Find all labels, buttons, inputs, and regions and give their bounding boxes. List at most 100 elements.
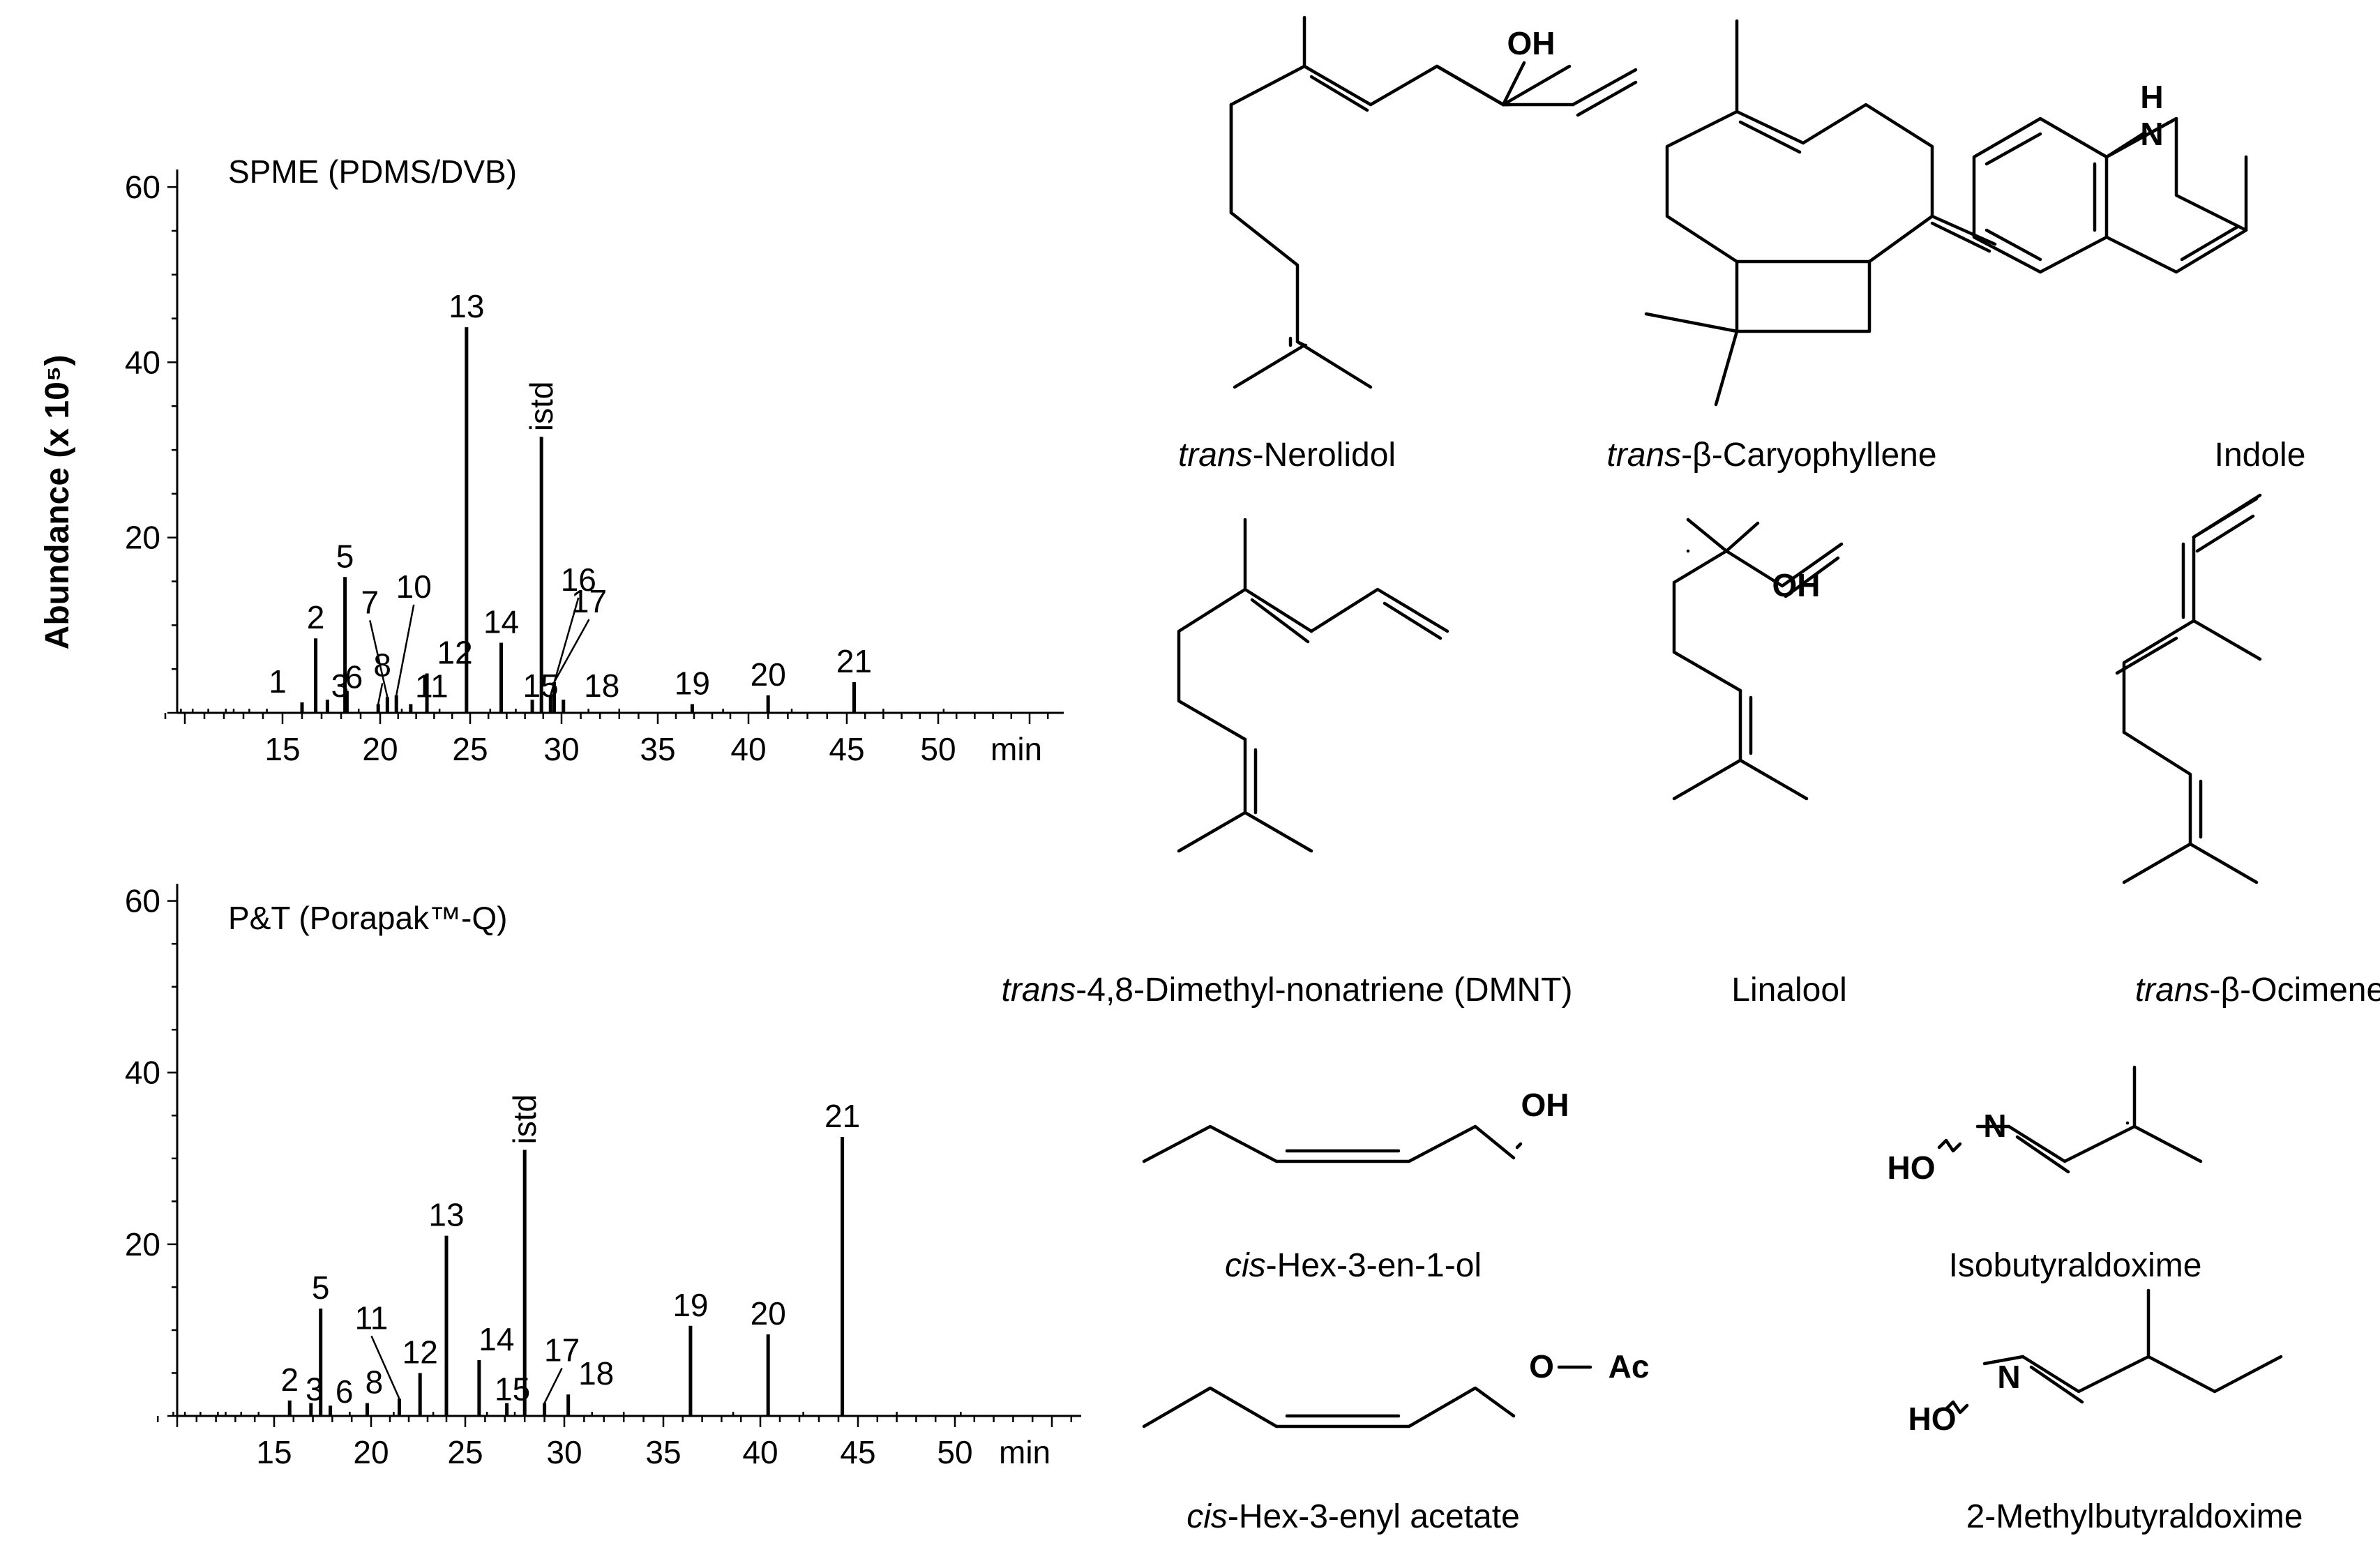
peak-label: 8 [366,1364,384,1401]
y-tick-label: 40 [125,1055,160,1091]
peak-leader [553,619,590,683]
structure-ocimene [2115,493,2262,884]
peak-label: 1 [269,663,287,700]
structure-dmnt [1177,518,1449,853]
structure-name-hexenyl_acetate: cis-Hex-3-enyl acetate [1187,1498,1520,1535]
peak-label: 13 [428,1197,464,1233]
peak-label: 16 [561,561,596,598]
y-tick-label: 40 [125,344,160,380]
y-tick-label: 20 [125,520,160,556]
y-axis-label: Abundance (x 10⁵) [39,355,76,650]
peak-label: 6 [336,1373,354,1410]
peak-label: 14 [479,1321,514,1357]
y-tick-label: 60 [125,883,160,919]
peak-label: 7 [361,584,379,620]
structure-name-indole: Indole [2215,437,2306,474]
structure-name-caryophyllene: trans-β-Caryophyllene [1606,437,1936,474]
peak-label: 20 [751,1295,786,1332]
peak-label: 18 [578,1355,614,1392]
atom-ac: Ac [1609,1348,1650,1385]
x-tick-label: 20 [353,1434,389,1470]
peak-label: 11 [415,668,449,704]
peak-label: 2 [307,599,325,635]
structure-linalool [1672,518,1844,801]
x-tick-label: 30 [543,731,579,767]
x-tick-label: 50 [937,1434,972,1470]
bond [1501,61,1526,107]
structure-name-ocimene: trans-β-Ocimene [2135,972,2380,1009]
atom-n: N [1983,1108,2006,1144]
bond [1944,1400,1969,1415]
bond [2192,497,2259,553]
chart-title: P&T (Porapak™-Q) [228,900,507,936]
x-tick-label: 35 [640,731,675,767]
atom-h: H [2140,79,2163,115]
x-tick-label: 25 [452,731,488,767]
x-axis-unit: min [999,1434,1050,1470]
x-tick-label: 20 [362,731,398,767]
structure-hexenol [1142,1124,1516,1163]
x-tick-label: 15 [264,731,300,767]
structure-isobutyraldoxime [2007,1065,2203,1174]
peak-label: 11 [355,1299,389,1336]
peak-label: 17 [544,1332,580,1369]
y-tick-label: 20 [125,1226,160,1262]
atom-o: O [1529,1348,1554,1385]
structure-name-dmnt: trans-4,8-Dimethyl-nonatriene (DMNT) [1002,972,1573,1009]
y-tick-label: 60 [125,169,160,205]
bond [1982,1355,2025,1366]
x-tick-label: 50 [920,731,956,767]
peak-label: istd [523,382,559,432]
structure-hexenyl-acetate [1142,1365,1592,1428]
atom-n: N [2140,116,2163,152]
peak-label: 21 [824,1098,860,1134]
x-tick-label: 25 [447,1434,483,1470]
peak-label: 13 [449,288,484,324]
peak-leader [395,604,415,696]
structure-caryophyllene [1644,19,1997,407]
x-tick-label: 40 [730,731,766,767]
peak-label: 6 [345,659,363,695]
structures-panel [1142,15,2283,1428]
structure-name-linalool: Linalool [1731,972,1846,1009]
peak-leader [369,620,389,698]
peak-label: istd [506,1094,543,1145]
atom-oh: OH [1507,25,1556,61]
x-tick-label: 40 [742,1434,778,1470]
structure-methylbutyraldoxime [2021,1288,2283,1404]
structure-name-isobutyraldoxime: Isobutyraldoxime [1949,1247,2202,1284]
structure-name-nerolidol: trans-Nerolidol [1178,437,1396,474]
atom-oh: OH [1521,1087,1569,1123]
bond [1515,1142,1523,1149]
peak-leader [377,683,384,704]
peak-label: 14 [483,603,519,640]
peak-label: 5 [312,1269,330,1306]
structure-name-hexenol: cis-Hex-3-en-1-ol [1225,1247,1482,1284]
peak-leader [370,1335,400,1399]
atom-oh: OH [1772,567,1821,603]
peak-label: 5 [336,538,354,574]
structure-name-methylbutyraldoxime: 2-Methylbutyraldoxime [1966,1498,2303,1535]
structure-nerolidol [1229,15,1512,389]
bond [1937,1138,1962,1153]
x-tick-label: 45 [840,1434,875,1470]
peak-label: 2 [280,1362,299,1398]
atom-ho: HO [1888,1149,1936,1186]
peak-label: 12 [402,1334,438,1370]
atom-ho: HO [1908,1401,1957,1437]
structure-indole [1972,116,2248,274]
bond [1501,64,1638,117]
peak-label: 10 [396,568,432,605]
peak-label: 18 [584,668,619,704]
x-tick-label: 35 [645,1434,681,1470]
x-tick-label: 45 [829,731,864,767]
atom-n: N [1997,1359,2020,1395]
x-tick-label: 15 [256,1434,292,1470]
peak-label: 19 [672,1287,708,1323]
peak-leader [543,1367,563,1404]
peak-label: 17 [571,583,607,619]
